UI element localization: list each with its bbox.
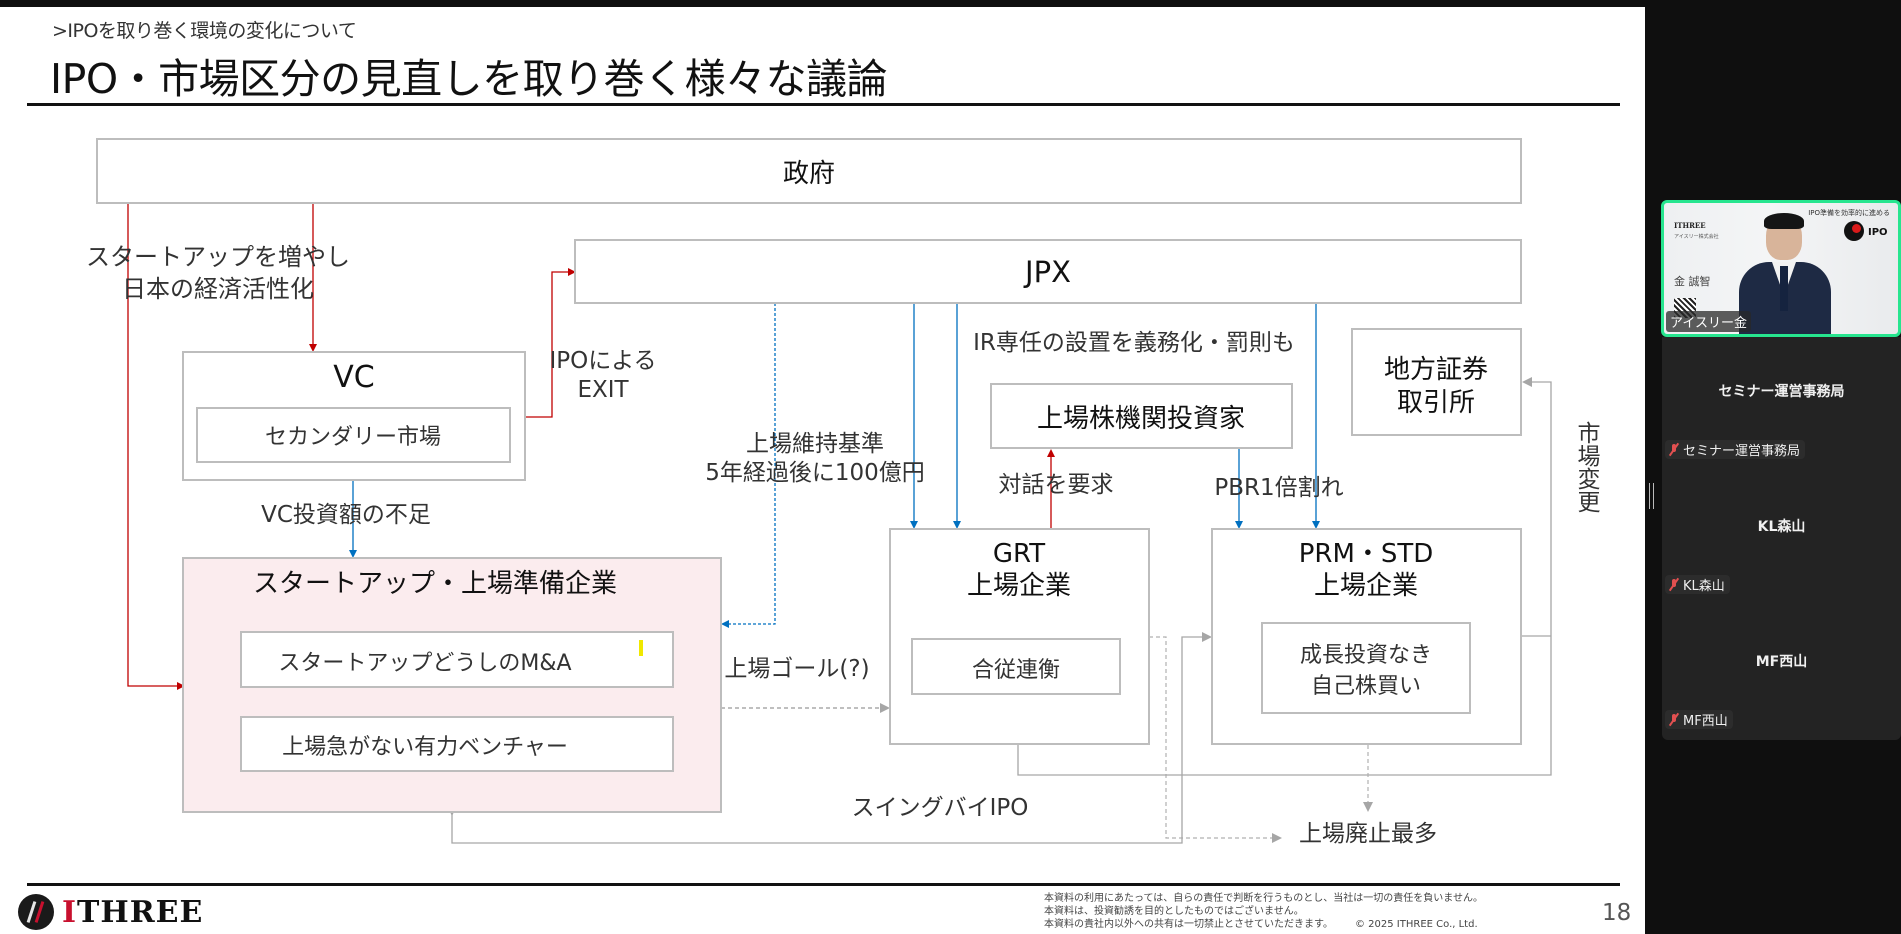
prm-std-label-2: 上場企業	[1314, 571, 1418, 601]
label-increase-startups-1: スタートアップを増やし	[86, 243, 350, 271]
startup-ma-label: スタートアップどうしのM&A	[278, 651, 571, 676]
prm-std-label-1: PRM・STD	[1299, 539, 1434, 569]
label-delisting: 上場廃止最多	[1299, 821, 1437, 847]
participant-name-tag: MF西山	[1665, 710, 1733, 729]
breadcrumb: >IPOを取り巻く環境の変化について	[52, 20, 357, 42]
speaker-video	[1734, 213, 1834, 334]
label-pbr: PBR1倍割れ	[1214, 475, 1343, 501]
disclaimer-line: 本資料は、投資勧誘を目的としたものではございません。	[1044, 906, 1304, 917]
footer-divider	[27, 883, 1620, 886]
participant-list: セミナー運営事務局 セミナー運営事務局 KL森山 KL森山 MF西山 MF西山	[1662, 337, 1901, 740]
label-ipo-exit-1: IPOによる	[549, 348, 656, 374]
logo-accent-letter: I	[62, 894, 78, 930]
disclaimer-line-text: 本資料の貴社内以外への共有は一切禁止とさせていただきます。	[1044, 919, 1333, 930]
speaker-bg-company: アイスリー株式会社	[1674, 234, 1719, 240]
regional-exchange-label-1: 地方証券	[1384, 355, 1488, 385]
label-listing-goal: 上場ゴール(?)	[724, 656, 869, 682]
panel-divider	[1645, 7, 1662, 934]
disclaimer: 本資料の利用にあたっては、自らの責任で判断を行うものとし、当社は一切の責任を負い…	[1044, 892, 1483, 931]
disclaimer-line: 本資料の貴社内以外への共有は一切禁止とさせていただきます。 © 2025 ITHR…	[1044, 918, 1483, 931]
slide-title: IPO・市場区分の見直しを取り巻く様々な議論	[50, 55, 888, 103]
flow-arrows	[447, 377, 1552, 844]
buyback-label-2: 自己株買い	[1311, 674, 1421, 699]
participant-tag-label: KL森山	[1683, 579, 1725, 594]
speaker-bg-headline: IPO準備を効率的に進める	[1808, 209, 1890, 217]
label-vc-shortage: VC投資額の不足	[261, 502, 431, 528]
window-top-bar	[0, 0, 1901, 7]
grt-box	[889, 528, 1150, 745]
page-number: 18	[1602, 900, 1632, 926]
regional-exchange-box	[1351, 328, 1522, 436]
arrow-swingby-to-prm	[447, 632, 1212, 844]
text-cursor-highlight	[639, 640, 643, 656]
ipo-logo-icon	[1844, 221, 1864, 241]
speaker-name-tag: アイスリー金	[1666, 311, 1751, 332]
speaker-tie	[1780, 266, 1788, 311]
label-market-change: 市場変更	[1573, 421, 1601, 513]
speaker-video-tile[interactable]: IPO準備を効率的に進める ITHREE アイスリー株式会社 金 誠智 IPO …	[1661, 200, 1901, 337]
institutional-investors-label: 上場株機関投資家	[1037, 404, 1245, 434]
consolidation-box	[911, 638, 1121, 695]
participant-display-name: セミナー運営事務局	[1718, 384, 1845, 400]
jpx-arrows	[349, 303, 1320, 628]
policy-arrows	[127, 203, 1055, 690]
ithree-logo-text: ITHREE	[62, 895, 203, 930]
secondary-market-label: セカンダリー市場	[265, 425, 441, 450]
grt-label-1: GRT	[993, 539, 1045, 569]
participant-tile[interactable]: セミナー運営事務局 セミナー運営事務局	[1662, 337, 1901, 472]
participant-display-name: MF西山	[1755, 654, 1808, 670]
ithree-logo: ITHREE	[18, 894, 203, 930]
logo-rest: THREE	[77, 894, 204, 930]
jpx-label: JPX	[1023, 255, 1071, 289]
label-ir-mandate: IR専任の設置を義務化・罰則も	[973, 330, 1295, 356]
consolidation-label: 合従連衡	[972, 658, 1060, 683]
grt-label-2: 上場企業	[967, 571, 1071, 601]
strong-venture-label: 上場急がない有力ベンチャー	[282, 735, 568, 760]
participant-tag-label: MF西山	[1683, 714, 1728, 729]
label-increase-startups-2: 日本の経済活性化	[122, 275, 314, 303]
ipo-logo-word: IPO	[1868, 227, 1888, 238]
strong-venture-box	[240, 716, 674, 772]
government-box	[96, 138, 1522, 204]
mic-muted-icon	[1669, 578, 1679, 591]
arrow-government-to-startup	[127, 203, 185, 690]
participant-name-tag: セミナー運営事務局	[1665, 440, 1806, 459]
arrow-market-change	[1017, 377, 1552, 776]
disclaimer-line: 本資料の利用にあたっては、自らの責任で判断を行うものとし、当社は一切の責任を負い…	[1044, 893, 1483, 904]
mic-muted-icon	[1669, 443, 1679, 456]
speaker-hair	[1764, 213, 1804, 229]
speaker-bg-person: 金 誠智	[1674, 275, 1711, 288]
participant-tile[interactable]: KL森山 KL森山	[1662, 472, 1901, 607]
hajimeno-ipo-logo: IPO	[1844, 221, 1888, 243]
government-label: 政府	[783, 159, 835, 189]
presentation-slide: >IPOを取り巻く環境の変化について IPO・市場区分の見直しを取り巻く様々な議…	[0, 7, 1645, 934]
arrow-vc-to-jpx	[525, 268, 576, 418]
buyback-box	[1261, 622, 1471, 714]
secondary-market-box	[196, 407, 511, 463]
participant-display-name: KL森山	[1757, 519, 1806, 535]
regional-exchange-label-2: 取引所	[1397, 388, 1475, 418]
buyback-label-1: 成長投資なき	[1300, 643, 1432, 668]
participant-tag-label: セミナー運営事務局	[1683, 444, 1801, 459]
jpx-box	[574, 239, 1522, 304]
label-listing-criteria-1: 上場維持基準	[746, 431, 884, 457]
ithree-logo-icon	[18, 894, 54, 930]
copyright: © 2025 ITHREE Co., Ltd.	[1355, 919, 1478, 930]
arrow-jpx-to-startup-dashed	[721, 303, 776, 628]
title-divider	[27, 103, 1620, 106]
startup-ma-box	[240, 631, 674, 688]
startup-label: スタートアップ・上場準備企業	[253, 569, 617, 599]
panel-resize-handle[interactable]	[1649, 483, 1654, 509]
vc-label: VC	[333, 360, 374, 395]
label-dialogue: 対話を要求	[999, 472, 1114, 498]
label-ipo-exit-2: EXIT	[577, 377, 629, 403]
participant-tile[interactable]: MF西山 MF西山	[1662, 607, 1901, 742]
institutional-investors-box	[990, 383, 1293, 449]
label-swing-by: スイングバイIPO	[852, 795, 1029, 821]
label-listing-criteria-2: 5年経過後に100億円	[705, 460, 925, 486]
ipo-ecosystem-diagram: 政府 JPX VC セカンダリー市場 スタートアップ・上場準備企業 スタートアッ…	[86, 138, 1601, 847]
mic-muted-icon	[1669, 713, 1679, 726]
speaker-bg-brand: ITHREE	[1674, 221, 1706, 230]
participant-name-tag: KL森山	[1665, 575, 1730, 594]
